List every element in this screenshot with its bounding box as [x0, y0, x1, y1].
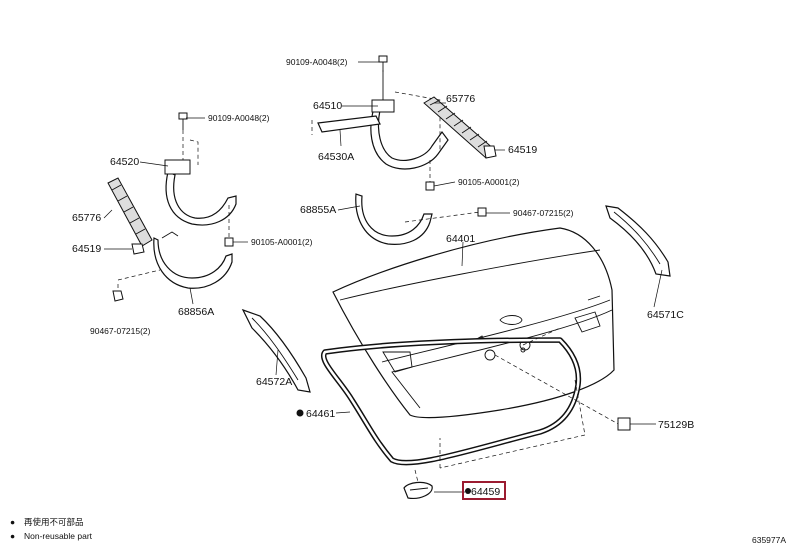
label-cover-left[interactable]: 68856A — [178, 306, 214, 318]
trim-left-shape[interactable] — [241, 308, 311, 393]
label-trunk-lid[interactable]: 64401 — [446, 233, 475, 245]
label-clip-upper[interactable]: 90467-07215(2) — [513, 208, 574, 218]
stopper-right-shape[interactable] — [483, 145, 497, 159]
legend-symbol-2: ● — [10, 531, 15, 541]
non-reusable-marker-striker — [465, 488, 471, 494]
label-seal-left[interactable]: 65776 — [72, 212, 101, 224]
clip-lower-shape[interactable] — [112, 290, 124, 302]
bumper-pad-shape[interactable] — [617, 417, 631, 431]
label-hinge-right[interactable]: 64510 — [313, 100, 342, 112]
hinge-left-shape[interactable] — [164, 159, 237, 226]
bolt-right-hinge-shape[interactable] — [425, 160, 435, 191]
label-bolt-upper-center[interactable]: 90109-A0048(2) — [286, 57, 348, 67]
legend-line-english: Non-reusable part — [24, 531, 93, 541]
label-trim-right[interactable]: 64571C — [647, 309, 684, 321]
clip-upper-shape[interactable] — [477, 207, 487, 217]
label-bracket-center[interactable]: 64530A — [318, 151, 354, 163]
label-bolt-upper-left[interactable]: 90109-A0048(2) — [208, 113, 270, 123]
bolt-upper-center-shape[interactable] — [378, 55, 388, 72]
label-stopper-left[interactable]: 64519 — [72, 243, 101, 255]
label-striker-cover[interactable]: 64459 — [471, 486, 500, 498]
label-stopper-right[interactable]: 64519 — [508, 144, 537, 156]
seal-left-shape[interactable] — [107, 177, 153, 247]
stopper-left-shape[interactable] — [131, 243, 145, 255]
highlight-box — [462, 481, 506, 500]
legend-symbol-1: ● — [10, 517, 15, 527]
weatherstrip-shape[interactable] — [320, 337, 582, 466]
label-bumper-pad[interactable]: 75129B — [658, 419, 694, 431]
label-bolt-left-hinge[interactable]: 90105-A0001(2) — [251, 237, 313, 247]
cover-upper-shape[interactable] — [355, 193, 433, 245]
non-reusable-marker — [296, 409, 304, 417]
label-weatherstrip[interactable]: 64461 — [306, 408, 335, 420]
label-bolt-right-hinge[interactable]: 90105-A0001(2) — [458, 177, 520, 187]
bolt-upper-left-shape[interactable] — [178, 112, 188, 130]
striker-cover-shape[interactable] — [403, 481, 433, 499]
trunk-lid-shape[interactable] — [332, 227, 615, 419]
label-cover-upper[interactable]: 68855A — [300, 204, 336, 216]
label-trim-left[interactable]: 64572A — [256, 376, 292, 388]
cover-left-shape[interactable] — [153, 231, 233, 289]
legend-line-japanese: 再使用不可部品 — [24, 517, 84, 527]
figure-code: 635977A — [752, 535, 786, 545]
label-clip-lower[interactable]: 90467-07215(2) — [90, 326, 151, 336]
label-seal-right[interactable]: 65776 — [446, 93, 475, 105]
label-hinge-left[interactable]: 64520 — [110, 156, 139, 168]
trim-right-shape[interactable] — [605, 205, 671, 277]
bolt-left-hinge-shape[interactable] — [224, 205, 234, 247]
